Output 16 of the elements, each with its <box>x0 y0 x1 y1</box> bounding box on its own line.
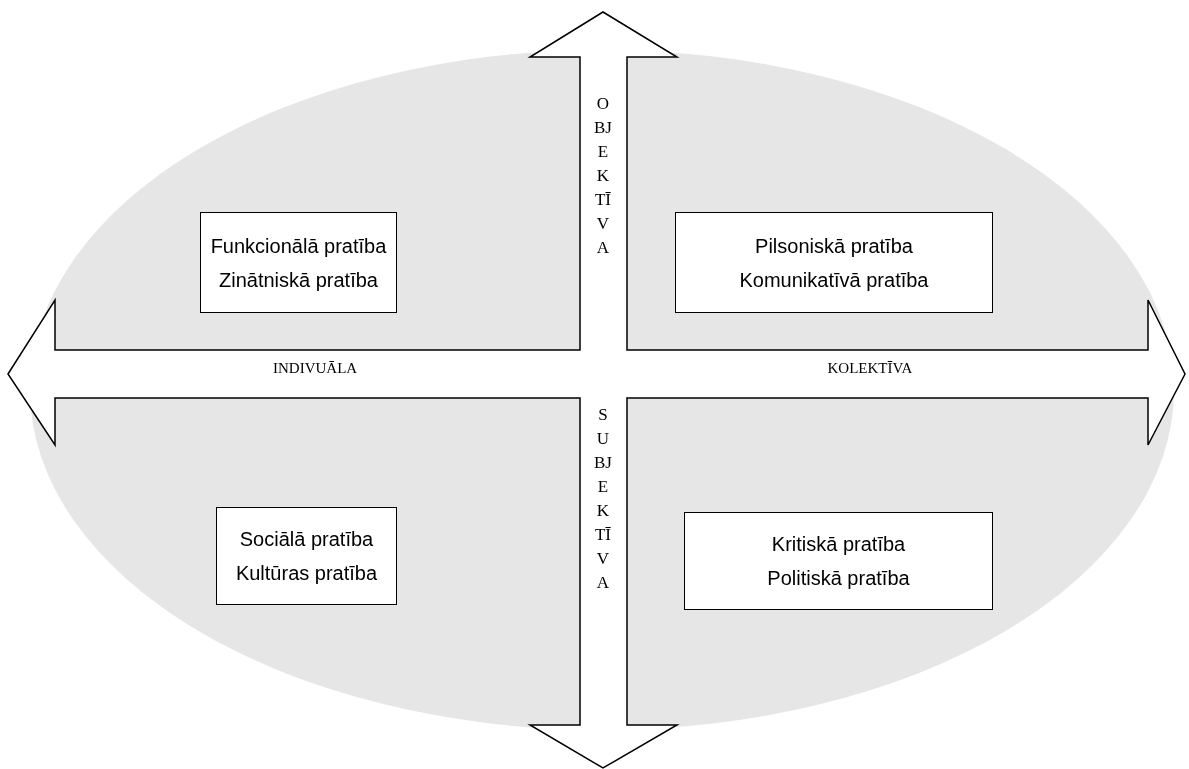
node-text: Funkcionālā pratība <box>210 233 387 259</box>
node-text: Zinātniskā pratība <box>219 267 378 293</box>
axis-label: SUBJEKTĪVA <box>594 404 612 594</box>
text-box <box>684 512 993 610</box>
node-text: Sociālā pratība <box>239 527 374 552</box>
axis-label: KOLEKTĪVA <box>827 360 913 377</box>
node-text: Kultūras pratība <box>235 561 378 586</box>
axis-label: INDIVUĀLA <box>273 360 358 377</box>
text-box <box>200 212 397 313</box>
node-text: Komunikatīvā pratība <box>739 267 929 293</box>
node-text: Pilsoniskā pratība <box>755 233 913 259</box>
text-box <box>216 507 397 605</box>
text-box <box>675 212 993 313</box>
axis-label: OBJEKTĪVA <box>594 93 612 259</box>
node-text: Kritiskā pratība <box>771 532 906 557</box>
node-text: Politiskā pratība <box>767 566 910 591</box>
